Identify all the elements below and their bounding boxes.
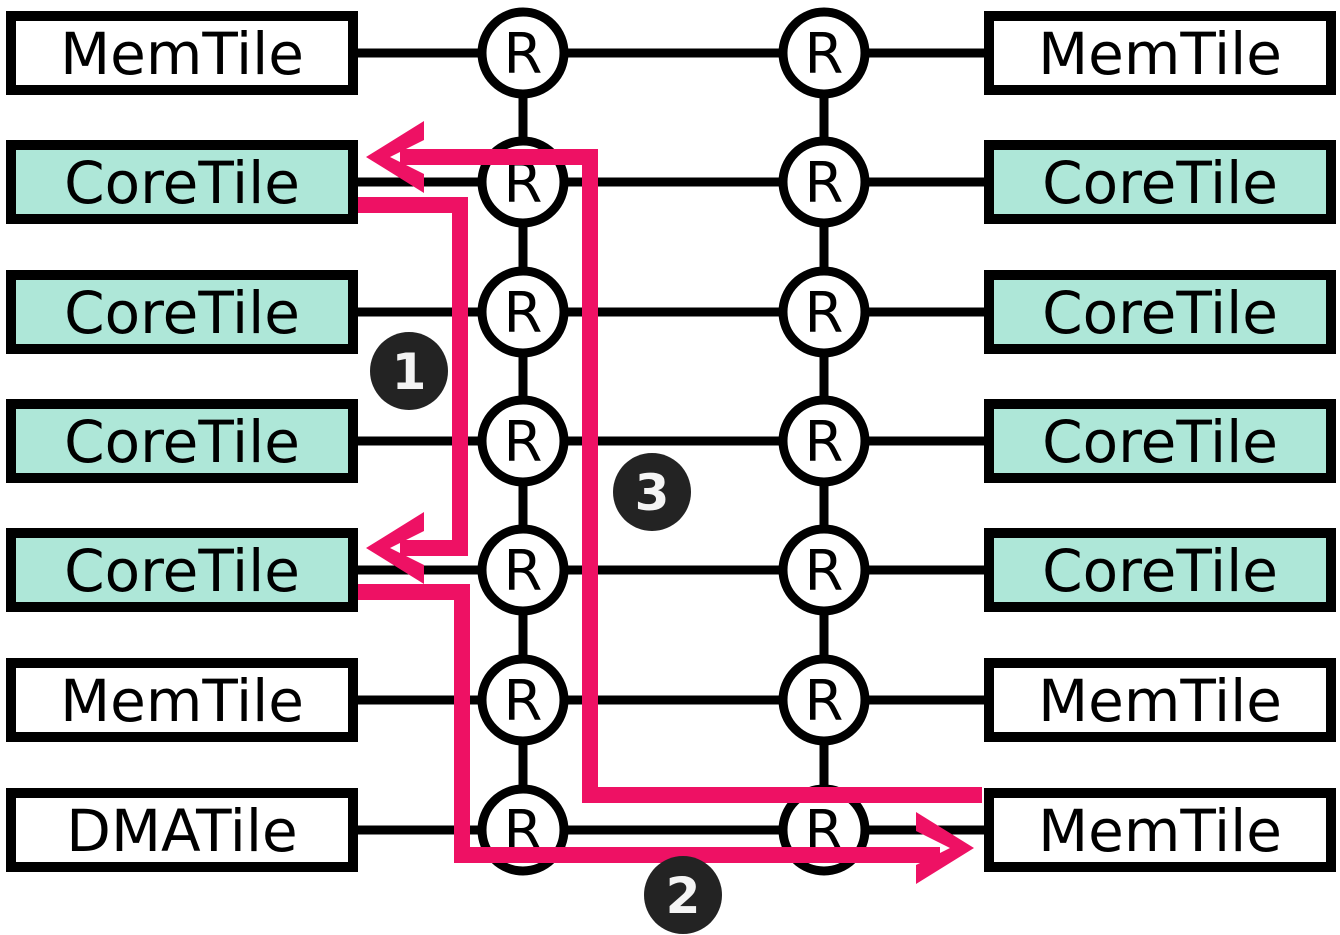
router-right-row4 xyxy=(778,395,870,487)
tile-right-row3-coretile xyxy=(984,270,1336,354)
tile-left-row5-coretile xyxy=(6,528,358,612)
route-2-path xyxy=(358,584,940,863)
tile-left-row2-coretile xyxy=(6,140,358,224)
route-badge-2-label: 2 xyxy=(666,867,701,925)
tile-right-row4-coretile xyxy=(984,399,1336,483)
router-right-row2 xyxy=(778,136,870,228)
route-badge-1-label: 1 xyxy=(392,343,427,401)
tile-label: MemTile xyxy=(1038,20,1282,88)
tile-left-row6-memtile xyxy=(6,658,358,742)
router-label: R xyxy=(805,539,844,604)
route-1-arrowhead-icon xyxy=(366,512,424,584)
tile-label: MemTile xyxy=(60,667,304,735)
router-label: R xyxy=(805,22,844,87)
tiles: MemTileCoreTileCoreTileCoreTileCoreTileM… xyxy=(6,11,1336,872)
router-label: R xyxy=(504,669,543,734)
tile-left-row7-dmatile xyxy=(6,788,358,872)
route-1-path xyxy=(358,197,468,556)
tile-label: MemTile xyxy=(1038,797,1282,865)
router-label: R xyxy=(805,669,844,734)
router-left-row1 xyxy=(477,7,569,99)
tile-right-row1-memtile xyxy=(984,11,1336,95)
route-arrows xyxy=(358,121,982,884)
tile-label: CoreTile xyxy=(64,537,300,605)
tile-label: CoreTile xyxy=(1042,537,1278,605)
tile-label: CoreTile xyxy=(64,408,300,476)
tile-right-row2-coretile xyxy=(984,140,1336,224)
router-label: R xyxy=(504,539,543,604)
tile-label: DMATile xyxy=(66,797,297,865)
router-label: R xyxy=(504,22,543,87)
tile-label: MemTile xyxy=(60,20,304,88)
tile-left-row3-coretile xyxy=(6,270,358,354)
route-badge-2 xyxy=(644,856,722,934)
router-label: R xyxy=(805,151,844,216)
tile-label: CoreTile xyxy=(64,149,300,217)
link-lines xyxy=(358,48,984,835)
route-badge-3-label: 3 xyxy=(635,464,670,522)
router-left-row3 xyxy=(477,266,569,358)
router-right-row6 xyxy=(778,654,870,746)
tile-label: CoreTile xyxy=(64,279,300,347)
tile-label: CoreTile xyxy=(1042,149,1278,217)
router-right-row5 xyxy=(778,524,870,616)
route-badge-3 xyxy=(613,453,691,531)
router-right-row3 xyxy=(778,266,870,358)
route-2-arrowhead-icon xyxy=(916,812,974,884)
route-3-arrowhead-icon xyxy=(366,121,424,193)
tile-left-row4-coretile xyxy=(6,399,358,483)
router-right-row1 xyxy=(778,7,870,99)
tile-label: CoreTile xyxy=(1042,279,1278,347)
router-label: R xyxy=(805,410,844,475)
route-badges: 1 2 3 xyxy=(370,332,722,934)
router-label: R xyxy=(805,281,844,346)
tile-label: CoreTile xyxy=(1042,408,1278,476)
router-left-row5 xyxy=(477,524,569,616)
tile-left-row1-memtile xyxy=(6,11,358,95)
tile-right-row7-memtile xyxy=(984,788,1336,872)
tile-label: MemTile xyxy=(1038,667,1282,735)
router-label: R xyxy=(504,281,543,346)
router-label: R xyxy=(504,410,543,475)
route-badge-1 xyxy=(370,332,448,410)
router-left-row4 xyxy=(477,395,569,487)
tile-right-row5-coretile xyxy=(984,528,1336,612)
route-3-path xyxy=(400,149,982,803)
tile-right-row6-memtile xyxy=(984,658,1336,742)
router-left-row6 xyxy=(477,654,569,746)
